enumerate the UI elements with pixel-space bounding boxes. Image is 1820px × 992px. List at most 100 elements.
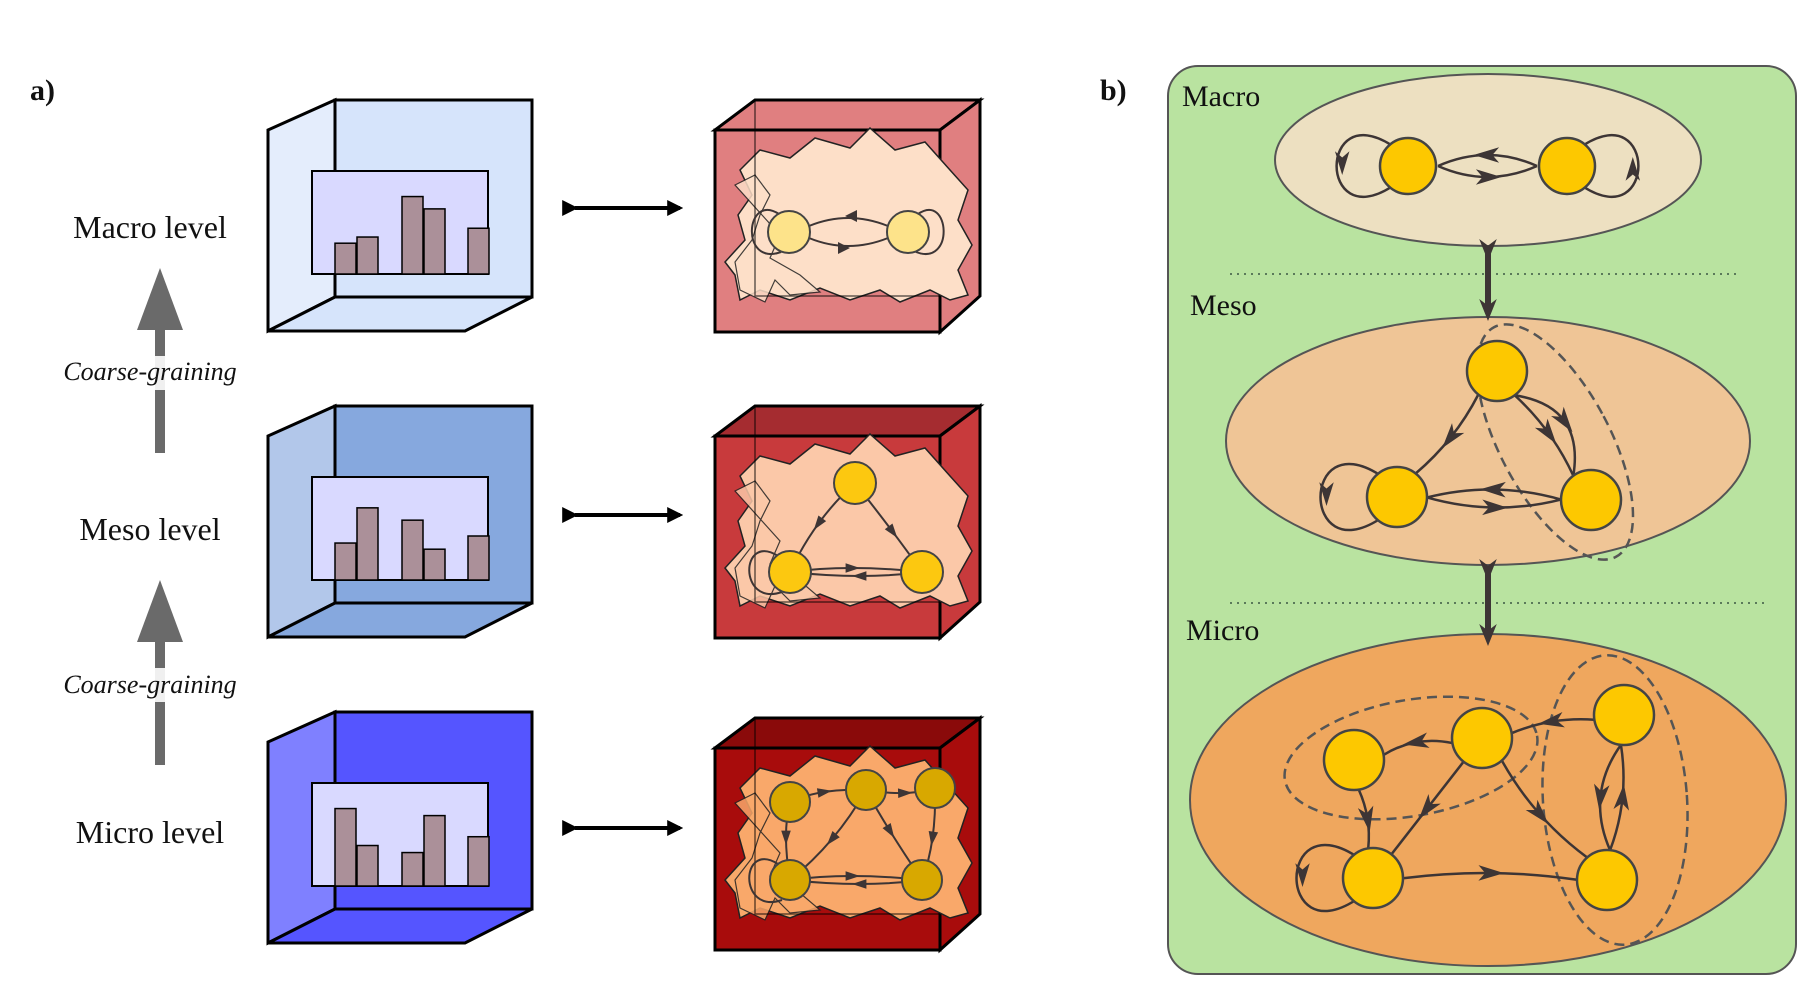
b-node (1465, 339, 1529, 403)
net-edge (808, 217, 889, 227)
b-self-loop (1295, 843, 1356, 913)
b-edge-arrowhead (1442, 423, 1465, 449)
b-edge-arrowhead (1625, 157, 1641, 181)
histogram-bar (334, 807, 357, 887)
panel-b-networks (1283, 134, 1689, 946)
b-macro-label: Macro (1182, 80, 1260, 113)
net-edge-arrowhead (781, 830, 791, 845)
net-edge-arrowhead (845, 871, 860, 881)
cube-floor-panel (267, 295, 533, 333)
b-edge-arrowhead (1319, 482, 1334, 506)
b-edge-arrowhead (1594, 783, 1610, 810)
panel-a-label: a) (30, 74, 55, 107)
b-edge-arrowhead (1334, 151, 1350, 175)
b-edge-arrowhead (1473, 147, 1500, 163)
b-edge-arrowhead (1525, 799, 1549, 825)
net-cube-back-edge (754, 406, 940, 603)
net-self-loop (750, 209, 782, 255)
net-edge-arrowhead (897, 788, 913, 798)
network-cubes (710, 97, 985, 954)
b-self-loop (1335, 134, 1392, 198)
histogram-cube-0 (266, 97, 534, 334)
net-node (901, 859, 943, 901)
b-edge-arrowhead (1551, 406, 1573, 433)
histogram-bar (401, 851, 424, 887)
net-node (900, 550, 944, 594)
b-edge-arrowhead (1534, 418, 1557, 444)
net-node (845, 769, 887, 811)
b-node (1575, 848, 1639, 912)
histogram-bar (334, 242, 357, 275)
histogram-bar (334, 542, 357, 581)
network-cube-2 (710, 715, 985, 954)
b-edge-arrowhead (1475, 169, 1502, 185)
histogram-cube-2 (266, 709, 534, 946)
b-node (1365, 465, 1429, 529)
net-self-loop (748, 550, 783, 595)
b-node (1341, 846, 1405, 910)
histogram-bar (401, 519, 424, 581)
net-node (768, 550, 812, 594)
b-micro-group-outline-2 (1541, 654, 1689, 946)
net-edge-arrowhead (816, 788, 832, 798)
histogram-bar (356, 507, 379, 581)
histogram-bar (423, 548, 446, 581)
net-edge-arrowhead (826, 831, 840, 846)
coarse-graining-label-lower: Coarse-graining (63, 670, 236, 699)
net-node (886, 210, 930, 254)
histogram-cubes (266, 97, 534, 946)
net-node (769, 859, 811, 901)
b-node (1378, 136, 1438, 196)
panel-b-label: b) (1100, 74, 1127, 107)
network-cube-1 (710, 403, 985, 642)
histogram-cube-1 (266, 403, 534, 640)
b-micro-network (1283, 654, 1689, 946)
net-edge-arrowhead (884, 523, 898, 538)
histogram-bar (467, 227, 490, 275)
b-micro-label: Micro (1186, 614, 1259, 647)
net-edge-arrowhead (845, 563, 860, 573)
histogram-bar (467, 835, 490, 887)
meso-level-label: Meso level (79, 511, 220, 547)
net-edge-arrowhead (845, 210, 857, 222)
net-edge (808, 237, 889, 247)
net-node (914, 767, 956, 809)
network-cube-0 (710, 97, 985, 336)
b-node (1592, 683, 1656, 747)
b-macro-network (1334, 134, 1641, 198)
b-node (1450, 706, 1514, 770)
b-edge-arrowhead (1480, 481, 1506, 498)
histogram-bar (401, 195, 424, 275)
net-edge-arrowhead (882, 823, 895, 838)
net-node (769, 781, 811, 823)
net-cube-back-edge (754, 718, 940, 915)
net-cube-back-edge (754, 100, 940, 297)
b-self-loop (1319, 462, 1380, 532)
histogram-bar (423, 208, 446, 275)
b-self-loop (1583, 134, 1640, 198)
b-meso-group-outline (1475, 323, 1635, 561)
b-edge-arrowhead (1538, 711, 1565, 728)
macro-level-label: Macro level (73, 209, 227, 245)
cube-floor-panel (267, 601, 533, 639)
net-self-loop (915, 209, 945, 255)
net-edge-arrowhead (928, 830, 939, 846)
micro-ellipse (1189, 633, 1787, 967)
b-edge-arrowhead (1418, 794, 1441, 820)
coarse-graining-label-upper: Coarse-graining (63, 357, 236, 386)
b-meso-network (1319, 323, 1635, 561)
b-edge-arrowhead (1482, 499, 1508, 516)
b-node (1537, 136, 1597, 196)
cube-floor-panel (267, 907, 533, 945)
histogram-bar (423, 814, 446, 887)
b-edge-arrowhead (1403, 732, 1430, 748)
net-self-loop (748, 858, 783, 903)
b-node (1322, 728, 1386, 792)
net-edge-arrowhead (852, 879, 867, 889)
histogram-bar (356, 844, 379, 887)
net-edge-arrowhead (838, 242, 850, 254)
b-edge-arrowhead (1478, 865, 1505, 881)
b-edge-arrowhead (1613, 784, 1630, 811)
micro-level-label: Micro level (76, 814, 225, 850)
